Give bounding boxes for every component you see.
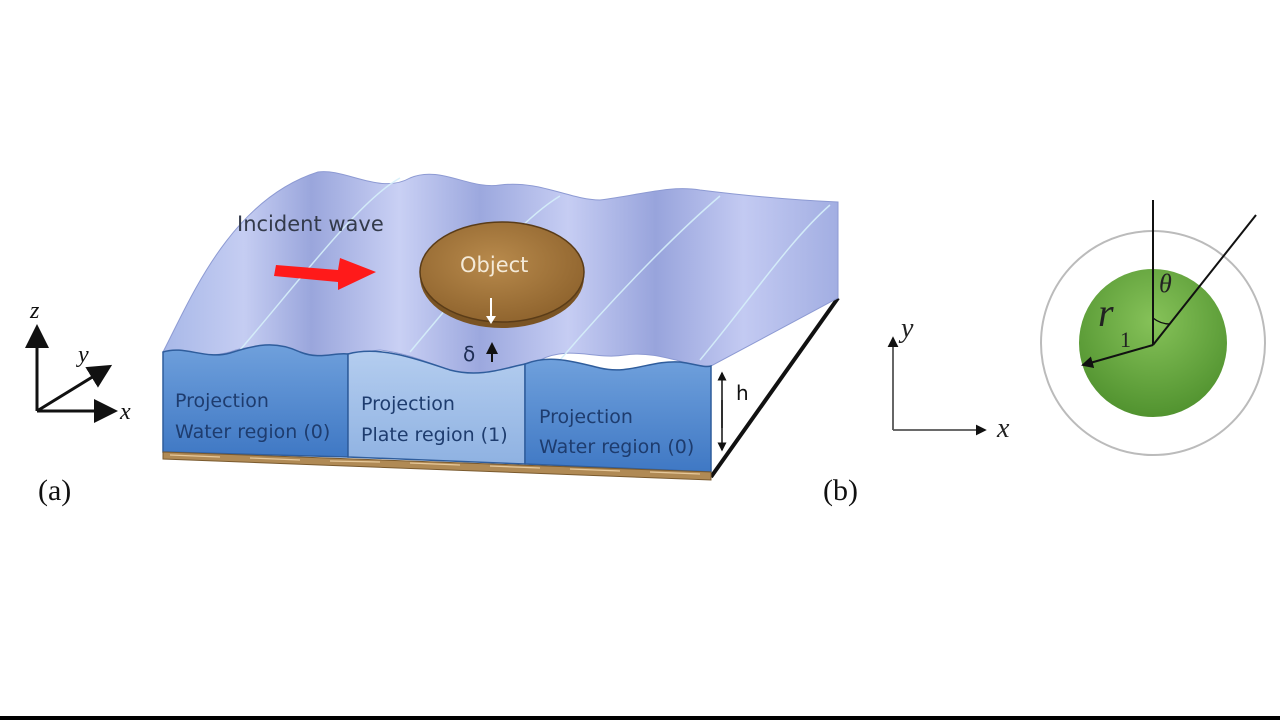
water-region-left (162, 344, 349, 458)
angle-arc (1152, 317, 1171, 325)
gap-label: δ (463, 342, 475, 366)
bottom-border (0, 716, 1280, 720)
water-region-right (524, 358, 712, 473)
region-0-line1: Projection (175, 390, 269, 412)
region-1-line2: Plate region (1) (361, 424, 508, 446)
incident-wave-arrow (274, 258, 376, 290)
axes-3d: z y x (25, 298, 131, 425)
region-2-line2: Water region (0) (539, 436, 694, 458)
seabed-texture (169, 454, 701, 475)
y-axis-label: y (76, 342, 89, 368)
region-0-line2: Water region (0) (175, 421, 330, 443)
angle-ray-line (1152, 214, 1257, 346)
radius-subscript: 1 (1120, 327, 1131, 352)
region-2-line1: Projection (539, 406, 633, 428)
object-plate (419, 221, 585, 323)
object-label: Object (460, 253, 528, 277)
b-x-axis-label: x (996, 413, 1010, 444)
panel-a: z y x (a) Projection Water region (0) Pr… (25, 171, 840, 507)
panel-b-label: (b) (823, 474, 858, 507)
seabed (162, 451, 712, 481)
y-axis (36, 364, 113, 413)
plate-region (347, 350, 526, 465)
region-1-line1: Projection (361, 393, 455, 415)
depth-label: h (736, 381, 749, 405)
panel-a-label: (a) (38, 474, 71, 507)
depth-edge-line (709, 296, 840, 479)
wave-crest-lines (239, 177, 831, 361)
object-down-arrowhead (486, 316, 496, 324)
region-labels: Projection Water region (0) Projection P… (175, 390, 694, 458)
incident-wave-label: Incident wave (237, 212, 384, 236)
z-axis-label: z (29, 298, 40, 324)
radius-arrow (1081, 344, 1154, 369)
x-axis-label: x (119, 399, 131, 425)
b-y-axis-label: y (898, 313, 914, 344)
panel-b: (b) y x θ r 1 (823, 200, 1266, 507)
radius-label: r (1098, 290, 1114, 335)
angle-label: θ (1159, 269, 1172, 298)
